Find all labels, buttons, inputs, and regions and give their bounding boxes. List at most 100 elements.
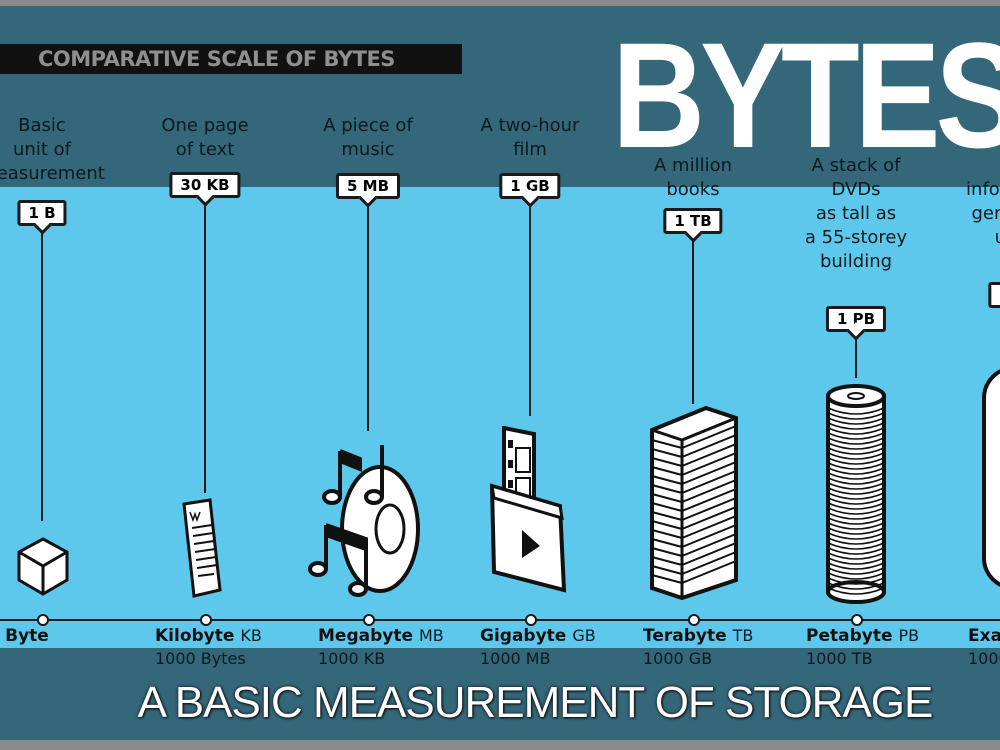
description-line: Basic xyxy=(18,115,66,136)
size-tag: 1 B xyxy=(17,200,67,226)
unit-gigabyte: A two-hour film 1 GB Gigabyte GB 1000 MB xyxy=(450,6,610,740)
unit-name: Terabyte xyxy=(643,626,727,646)
unit-byte: Basic unit of measurement 1 B Byte xyxy=(0,6,122,740)
description-line: of text xyxy=(175,139,235,160)
unit-eq: 1000 MB xyxy=(480,649,551,668)
timeline xyxy=(0,619,1000,621)
books-icon xyxy=(646,400,742,604)
connector-line xyxy=(41,234,43,521)
unit-abbr: KB xyxy=(240,626,262,645)
unit-eq: 1000 TB xyxy=(806,649,873,668)
unit-eq: 1000 KB xyxy=(318,649,386,668)
unit-name: Gigabyte xyxy=(480,626,567,646)
unit-label: Gigabyte GB 1000 MB xyxy=(480,626,630,668)
unit-name: Megabyte xyxy=(318,626,413,646)
unit-name-row: Petabyte PB xyxy=(806,626,956,646)
unit-name-row: Terabyte TB xyxy=(643,626,793,646)
bottom-band xyxy=(0,648,1000,740)
description-line: books xyxy=(666,179,720,200)
banner: COMPARATIVE SCALE OF BYTES xyxy=(0,44,462,74)
size-tag: 1 PB xyxy=(825,306,887,332)
page-icon xyxy=(180,498,224,602)
timeline-dot xyxy=(363,614,375,626)
unit-label: ExabyteEB 1000 PB xyxy=(968,626,1000,668)
size-tag: 1 GB xyxy=(499,173,561,199)
slide-subtitle-wrap: A BASIC MEASUREMENT OF STORAGE xyxy=(0,678,1000,728)
connector-line xyxy=(367,207,369,431)
unit-name-row: Kilobyte KB xyxy=(155,626,305,646)
description-line: music xyxy=(341,139,395,160)
description-line: A million xyxy=(654,155,732,176)
unit-petabyte: A stack of DVDs as tall as a 55-storey build… xyxy=(776,6,936,740)
timeline-dot xyxy=(688,614,700,626)
unit-name-row: ExabyteEB xyxy=(968,626,1000,646)
size-tag: 1 TB xyxy=(663,208,723,234)
description-line: DVDs xyxy=(831,179,881,200)
dvd-stack-icon xyxy=(824,384,888,608)
connector-line xyxy=(529,207,531,416)
timeline-dot xyxy=(37,614,49,626)
unit-eq: 1000 PB xyxy=(968,649,1000,668)
description-line: as tall as xyxy=(815,203,897,224)
unit-label: Kilobyte KB 1000 Bytes xyxy=(155,626,305,668)
timeline-dot xyxy=(200,614,212,626)
description-line: A stack of xyxy=(811,155,901,176)
description-line: unit of xyxy=(13,139,71,160)
description-line: building xyxy=(819,251,893,272)
slide: Basic unit of measurement 1 B Byte One page of… xyxy=(0,6,1000,740)
description-line: A two-hour xyxy=(480,115,580,136)
unit-label: Terabyte TB 1000 GB xyxy=(643,626,793,668)
disc-stack-icon xyxy=(980,358,1000,602)
size-tag: 1 EB xyxy=(988,282,1000,308)
unit-description: Allinformationgeneratedup to xyxy=(918,154,1000,250)
banner-text: COMPARATIVE SCALE OF BYTES xyxy=(38,47,395,71)
unit-label: Byte xyxy=(0,626,102,646)
size-tag: 30 KB xyxy=(169,172,241,198)
unit-label: Petabyte PB 1000 TB xyxy=(806,626,956,668)
unit-name-row: Gigabyte GB xyxy=(480,626,630,646)
connector-line xyxy=(204,206,206,493)
unit-terabyte: A million books 1 TB Terabyte TB 1000 GB xyxy=(613,6,773,740)
description-line: film xyxy=(513,139,547,160)
description-line: One page xyxy=(161,115,249,136)
unit-description: A piece of music xyxy=(268,114,468,162)
description-line: a 55-storey xyxy=(804,227,908,248)
unit-name: Byte xyxy=(5,626,49,646)
description-line: measurement xyxy=(0,163,105,184)
unit-eq: 1000 Bytes xyxy=(155,649,246,668)
film-icon xyxy=(489,425,570,600)
slide-subtitle: A BASIC MEASUREMENT OF STORAGE xyxy=(137,678,934,727)
unit-abbr: PB xyxy=(898,626,920,645)
unit-kilobyte: One page of text 30 KB Kilobyte KB 1000 Bytes xyxy=(125,6,285,740)
unit-name: Exabyte xyxy=(968,626,1000,646)
unit-eq: 1000 GB xyxy=(643,649,713,668)
unit-name: Kilobyte xyxy=(155,626,235,646)
cube-icon xyxy=(16,536,70,602)
unit-exabyte: Allinformationgeneratedup to1 EBExabyteE… xyxy=(938,6,1000,740)
unit-megabyte: A piece of music 5 MB Megabyte MB 1000 KB xyxy=(288,6,448,740)
music-icon xyxy=(308,439,428,613)
connector-line xyxy=(855,340,857,378)
timeline-dot xyxy=(525,614,537,626)
slide-title: BYTES xyxy=(612,11,1000,179)
unit-description: One page of text xyxy=(105,114,305,162)
unit-name-row: Megabyte MB xyxy=(318,626,468,646)
top-band xyxy=(0,6,1000,187)
timeline-dot xyxy=(851,614,863,626)
unit-description: A two-hour film xyxy=(430,114,630,162)
unit-abbr: TB xyxy=(732,626,754,645)
connector-line xyxy=(692,242,694,404)
unit-label: Megabyte MB 1000 KB xyxy=(318,626,468,668)
description-line: generated xyxy=(971,203,1000,224)
size-tag: 5 MB xyxy=(335,173,401,199)
unit-abbr: GB xyxy=(572,626,596,645)
description-line: information xyxy=(966,179,1000,200)
unit-description: A million books xyxy=(593,154,793,202)
unit-description: A stack of DVDs as tall as a 55-storey build… xyxy=(756,154,956,274)
unit-name-row: Byte xyxy=(0,626,102,646)
description-line: up to xyxy=(995,226,1000,250)
unit-description: Basic unit of measurement xyxy=(0,114,142,186)
unit-abbr: MB xyxy=(419,626,444,645)
unit-name: Petabyte xyxy=(806,626,893,646)
description-line: A piece of xyxy=(323,115,413,136)
